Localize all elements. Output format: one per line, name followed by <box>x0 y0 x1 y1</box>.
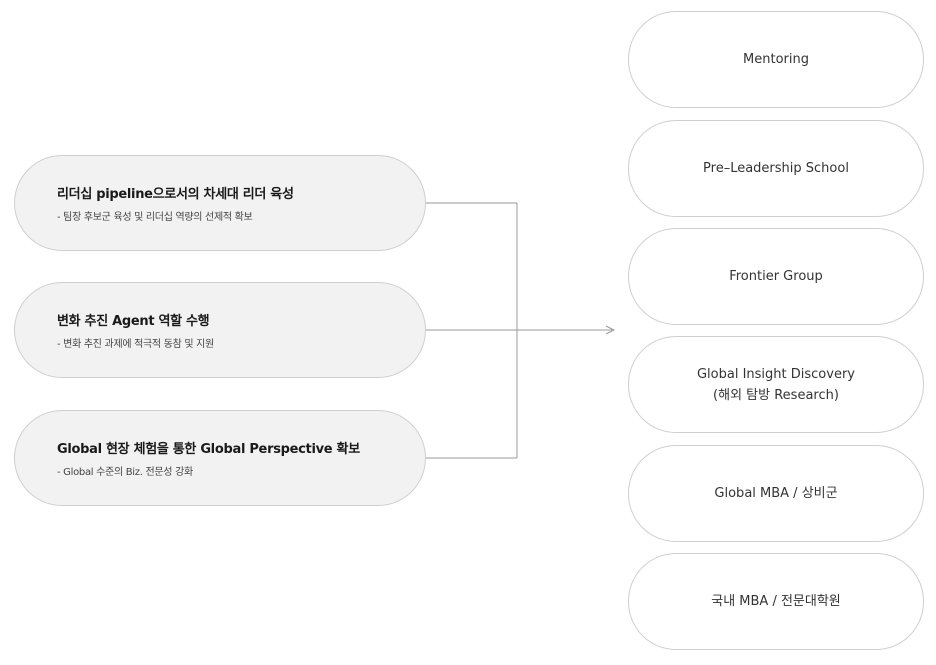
program-label: Pre–Leadership School <box>703 161 849 176</box>
goal-pill-global-perspective: Global 현장 체험을 통한 Global Perspective 확보 -… <box>14 410 426 506</box>
program-pill-frontier-group: Frontier Group <box>628 228 924 325</box>
program-pill-global-mba: Global MBA / 상비군 <box>628 445 924 542</box>
goal-title: Global 현장 체험을 통한 Global Perspective 확보 <box>57 442 360 457</box>
program-pill-global-insight-discovery: Global Insight Discovery (해외 탐방 Research… <box>628 336 924 433</box>
program-pill-pre-leadership-school: Pre–Leadership School <box>628 120 924 217</box>
program-pill-mentoring: Mentoring <box>628 11 924 108</box>
goal-pill-next-gen-leader: 리더십 pipeline으로서의 차세대 리더 육성 - 팀장 후보군 육성 및… <box>14 155 426 251</box>
program-label: Mentoring <box>743 52 809 67</box>
program-label: Global MBA / 상비군 <box>714 486 838 501</box>
program-pill-domestic-mba: 국내 MBA / 전문대학원 <box>628 553 924 650</box>
program-label: 국내 MBA / 전문대학원 <box>711 594 841 609</box>
goal-pill-change-agent: 변화 추진 Agent 역할 수행 - 변화 추진 과제에 적극적 동참 및 지… <box>14 282 426 378</box>
goal-title: 변화 추진 Agent 역할 수행 <box>57 314 210 329</box>
arrow-head-icon <box>605 325 616 335</box>
program-label: Frontier Group <box>729 269 823 284</box>
goal-subtitle: - 변화 추진 과제에 적극적 동참 및 지원 <box>57 339 214 350</box>
goal-subtitle: - 팀장 후보군 육성 및 리더십 역량의 선제적 확보 <box>57 212 253 223</box>
goal-subtitle: - Global 수준의 Biz. 전문성 강화 <box>57 467 193 478</box>
program-label: Global Insight Discovery <box>696 366 855 382</box>
goal-title: 리더십 pipeline으로서의 차세대 리더 육성 <box>57 187 294 202</box>
program-label-secondary: (해외 탐방 Research) <box>713 387 839 403</box>
